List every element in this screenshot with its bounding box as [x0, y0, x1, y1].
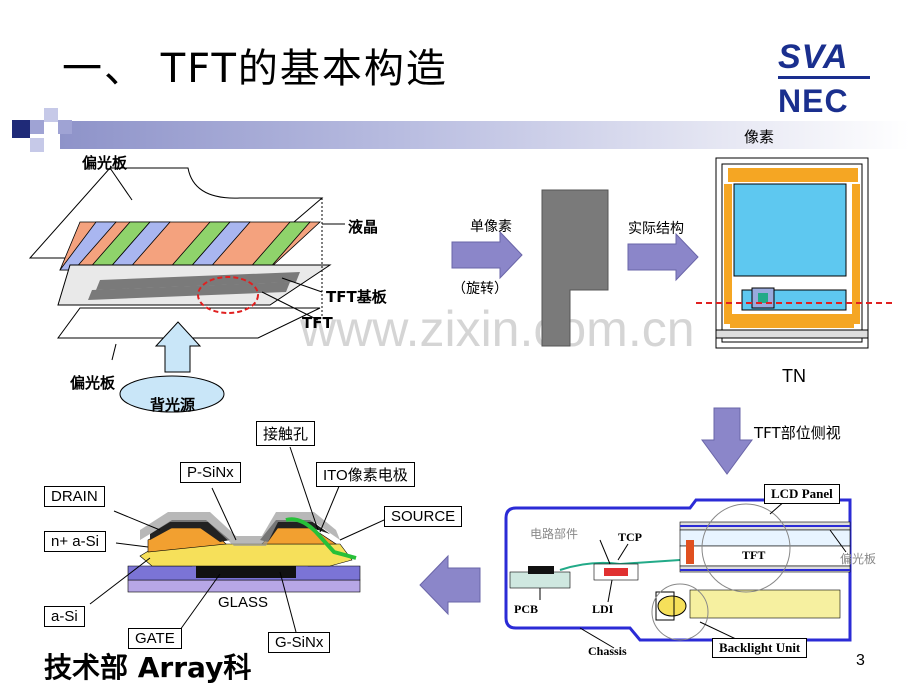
watermark: www.zixin.com.cn [300, 301, 695, 357]
label-ldi: LDI [592, 602, 614, 616]
label-contact-hole: 接触孔 [256, 421, 316, 446]
logo-line1: SVA [778, 38, 849, 76]
label-gate: GATE [128, 628, 182, 649]
label-polarizer-bottom: 偏光板 [70, 374, 116, 392]
label-rotation: （旋转） [452, 281, 508, 297]
label-lcd-panel: LCD Panel [764, 484, 840, 504]
label-module-tft: TFT [742, 548, 766, 562]
label-single-pixel: 单像素 [470, 219, 512, 235]
label-module-polarizer: 偏光板 [840, 552, 877, 566]
footer-text: 技术部 Array科 [44, 651, 252, 684]
label-chassis: Chassis [588, 644, 627, 658]
page-number: 3 [856, 652, 865, 669]
logo-line2: NEC [778, 83, 849, 119]
label-tft-side-view: TFT部位侧视 [754, 424, 841, 442]
label-polarizer-top: 偏光板 [82, 154, 128, 172]
label-ito: ITO像素电极 [316, 462, 415, 487]
label-liquid-crystal: 液晶 [348, 218, 379, 236]
label-n-plus-asi: n+ a-Si [44, 531, 106, 552]
label-g-sinx: G-SiNx [268, 632, 331, 653]
label-actual-structure: 实际结构 [628, 221, 684, 237]
label-backlight-unit: Backlight Unit [712, 638, 808, 658]
label-pixel: 像素 [744, 128, 775, 146]
label-p-sinx: P-SiNx [180, 462, 241, 483]
label-backlight: 背光源 [150, 396, 196, 414]
label-glass: GLASS [218, 594, 269, 611]
label-tcp: TCP [618, 530, 642, 544]
label-circuit-parts: 电路部件 [530, 527, 579, 541]
svanec-logo: SVA NEC [778, 40, 870, 117]
title-bar [60, 121, 910, 149]
decorative-squares [0, 106, 80, 166]
label-tn: TN [782, 366, 806, 386]
label-drain: DRAIN [44, 486, 105, 507]
slide-title: 一、 TFT的基本构造 [62, 46, 448, 92]
label-a-si: a-Si [44, 606, 85, 627]
label-tft-substrate: TFT基板 [326, 288, 387, 306]
label-tft: TFT [302, 314, 333, 332]
label-pcb: PCB [514, 602, 538, 616]
label-source: SOURCE [384, 506, 463, 527]
